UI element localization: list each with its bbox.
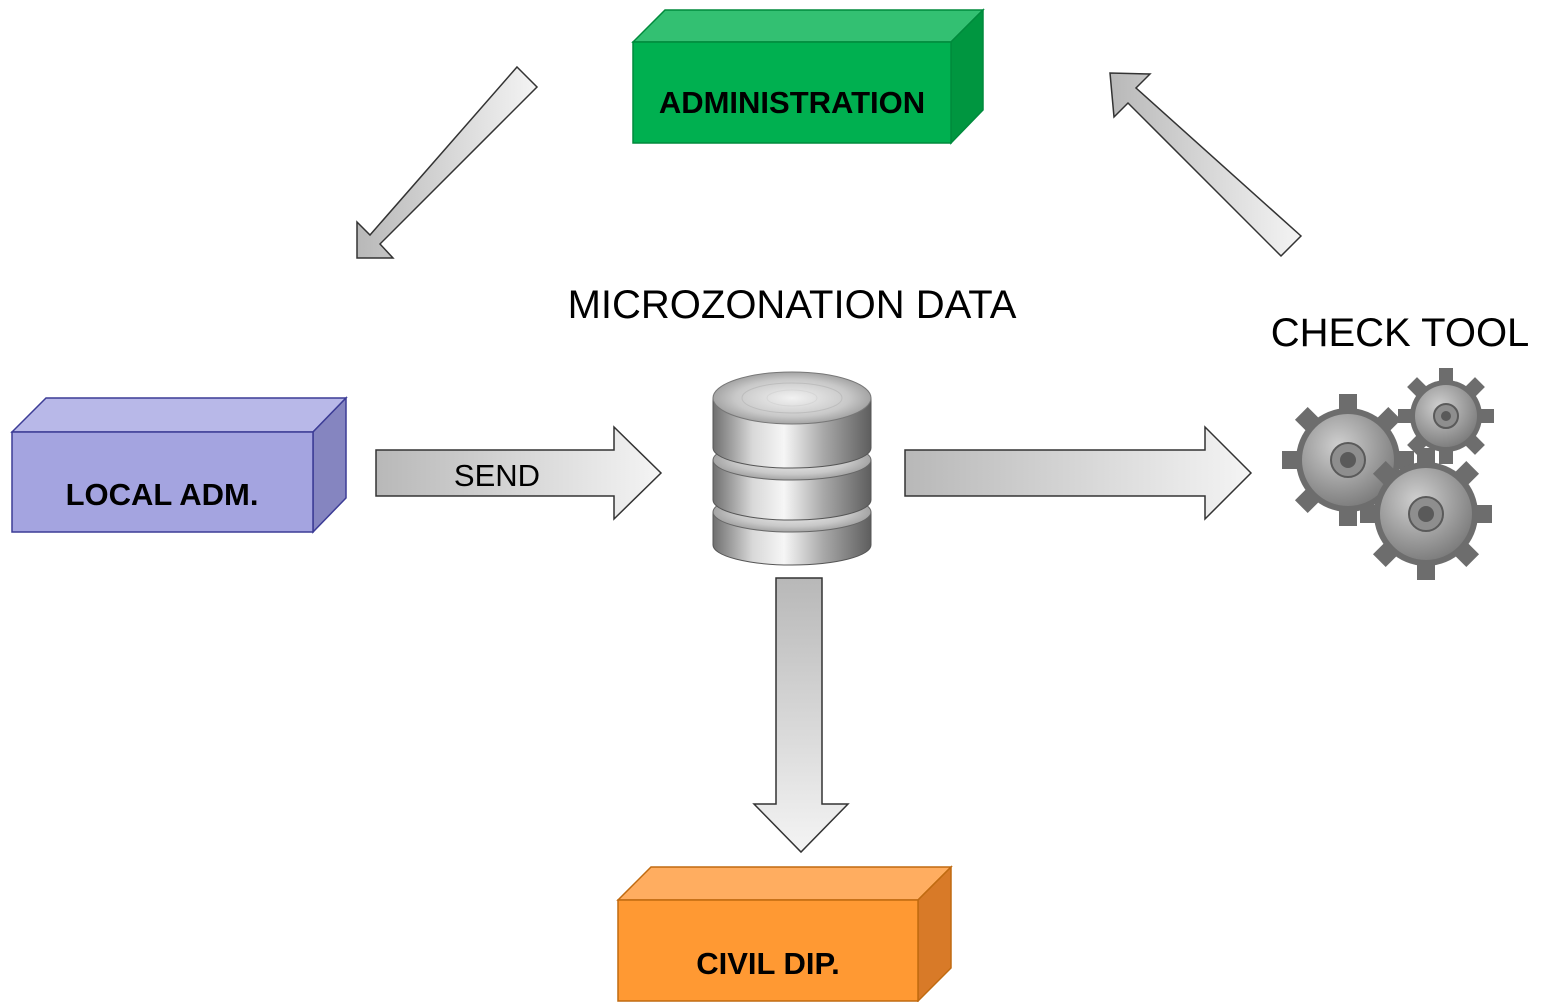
arrow-admin-to-local (356, 65, 539, 259)
send-label: SEND (454, 458, 540, 493)
civil-dip-box: CIVIL DIP. CIVIL DIP. (616, 865, 953, 1002)
arrow-db-to-check (904, 425, 1253, 521)
arrow-db-to-civil (752, 577, 850, 854)
local-adm-label: LOCAL ADM. (66, 477, 259, 512)
administration-label: ADMINISTRATION (659, 85, 925, 120)
administration-box: ADMINISTRATION (631, 8, 985, 145)
database-icon (712, 371, 872, 566)
civil-dip-label-text: CIVIL DIP. (696, 946, 840, 981)
gears-icon (1282, 368, 1494, 580)
local-adm-box: LOCAL ADM. (10, 396, 348, 534)
send-arrow: SEND (375, 425, 663, 521)
check-tool-label: CHECK TOOL (1271, 311, 1530, 355)
arrow-check-to-admin (1109, 72, 1303, 258)
microzonation-data-label: MICROZONATION DATA (568, 283, 1017, 327)
